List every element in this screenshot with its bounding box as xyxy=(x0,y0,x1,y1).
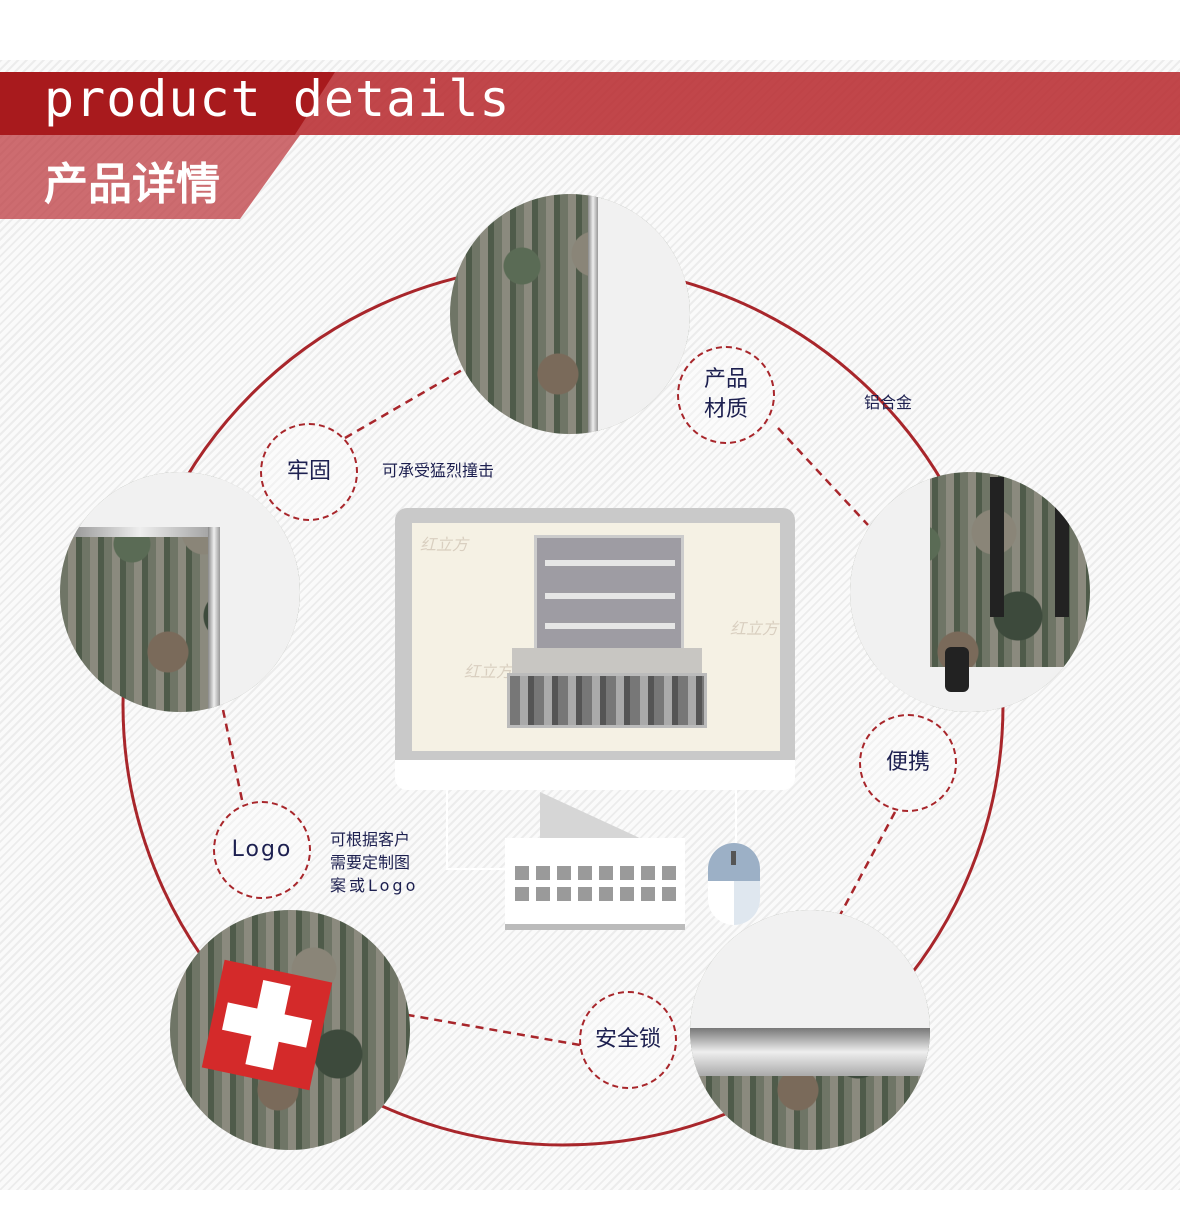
feature-logo: Logo xyxy=(213,801,311,899)
photo-sturdy-corner xyxy=(60,472,300,712)
case-base-image xyxy=(507,673,707,728)
header-band-dark xyxy=(0,72,335,135)
feature-note: 铝合金 xyxy=(864,393,913,412)
case-lid-image xyxy=(534,535,684,655)
watermark: 红立方 xyxy=(464,662,513,681)
feature-material: 产品材质 xyxy=(677,346,775,444)
note-line: 需要定制图 xyxy=(330,853,411,872)
feature-portable: 便携 xyxy=(859,714,957,812)
mouse xyxy=(708,843,760,925)
watermark: 红立方 xyxy=(420,535,469,554)
feature-label: 产品材质 xyxy=(703,367,748,422)
keyboard-cable xyxy=(446,790,506,870)
note-line: 可根据客户 xyxy=(330,830,411,849)
title-chinese: 产品详情 xyxy=(44,159,220,210)
title-english: product details xyxy=(44,70,511,128)
logo-note: 可根据客户 需要定制图 案或Logo xyxy=(330,828,418,897)
monitor: 红立方 红立方 红立方 xyxy=(395,508,795,790)
subheader-band xyxy=(0,135,300,219)
note-line: 案或Logo xyxy=(330,876,419,895)
mouse-cable xyxy=(735,790,737,845)
feature-label: 牢固 xyxy=(286,459,331,484)
feature-label: 便携 xyxy=(885,750,930,775)
feature-note: 可承受猛烈撞击 xyxy=(382,461,495,480)
watermark: 红立方 xyxy=(730,619,779,638)
feature-sturdy: 牢固 xyxy=(260,423,358,521)
photo-trolley-wheels xyxy=(850,472,1090,712)
photo-safety-lock xyxy=(690,910,930,1150)
feature-safety-lock: 安全锁 xyxy=(579,991,677,1089)
photo-aluminum-edge xyxy=(450,194,690,434)
feature-label: Logo xyxy=(231,837,293,862)
keyboard xyxy=(505,838,685,930)
monitor-screen: 红立方 红立方 红立方 xyxy=(412,523,780,751)
dashed-connectors xyxy=(220,368,897,1047)
photo-logo-cross xyxy=(170,910,410,1150)
feature-label: 安全锁 xyxy=(594,1027,661,1052)
